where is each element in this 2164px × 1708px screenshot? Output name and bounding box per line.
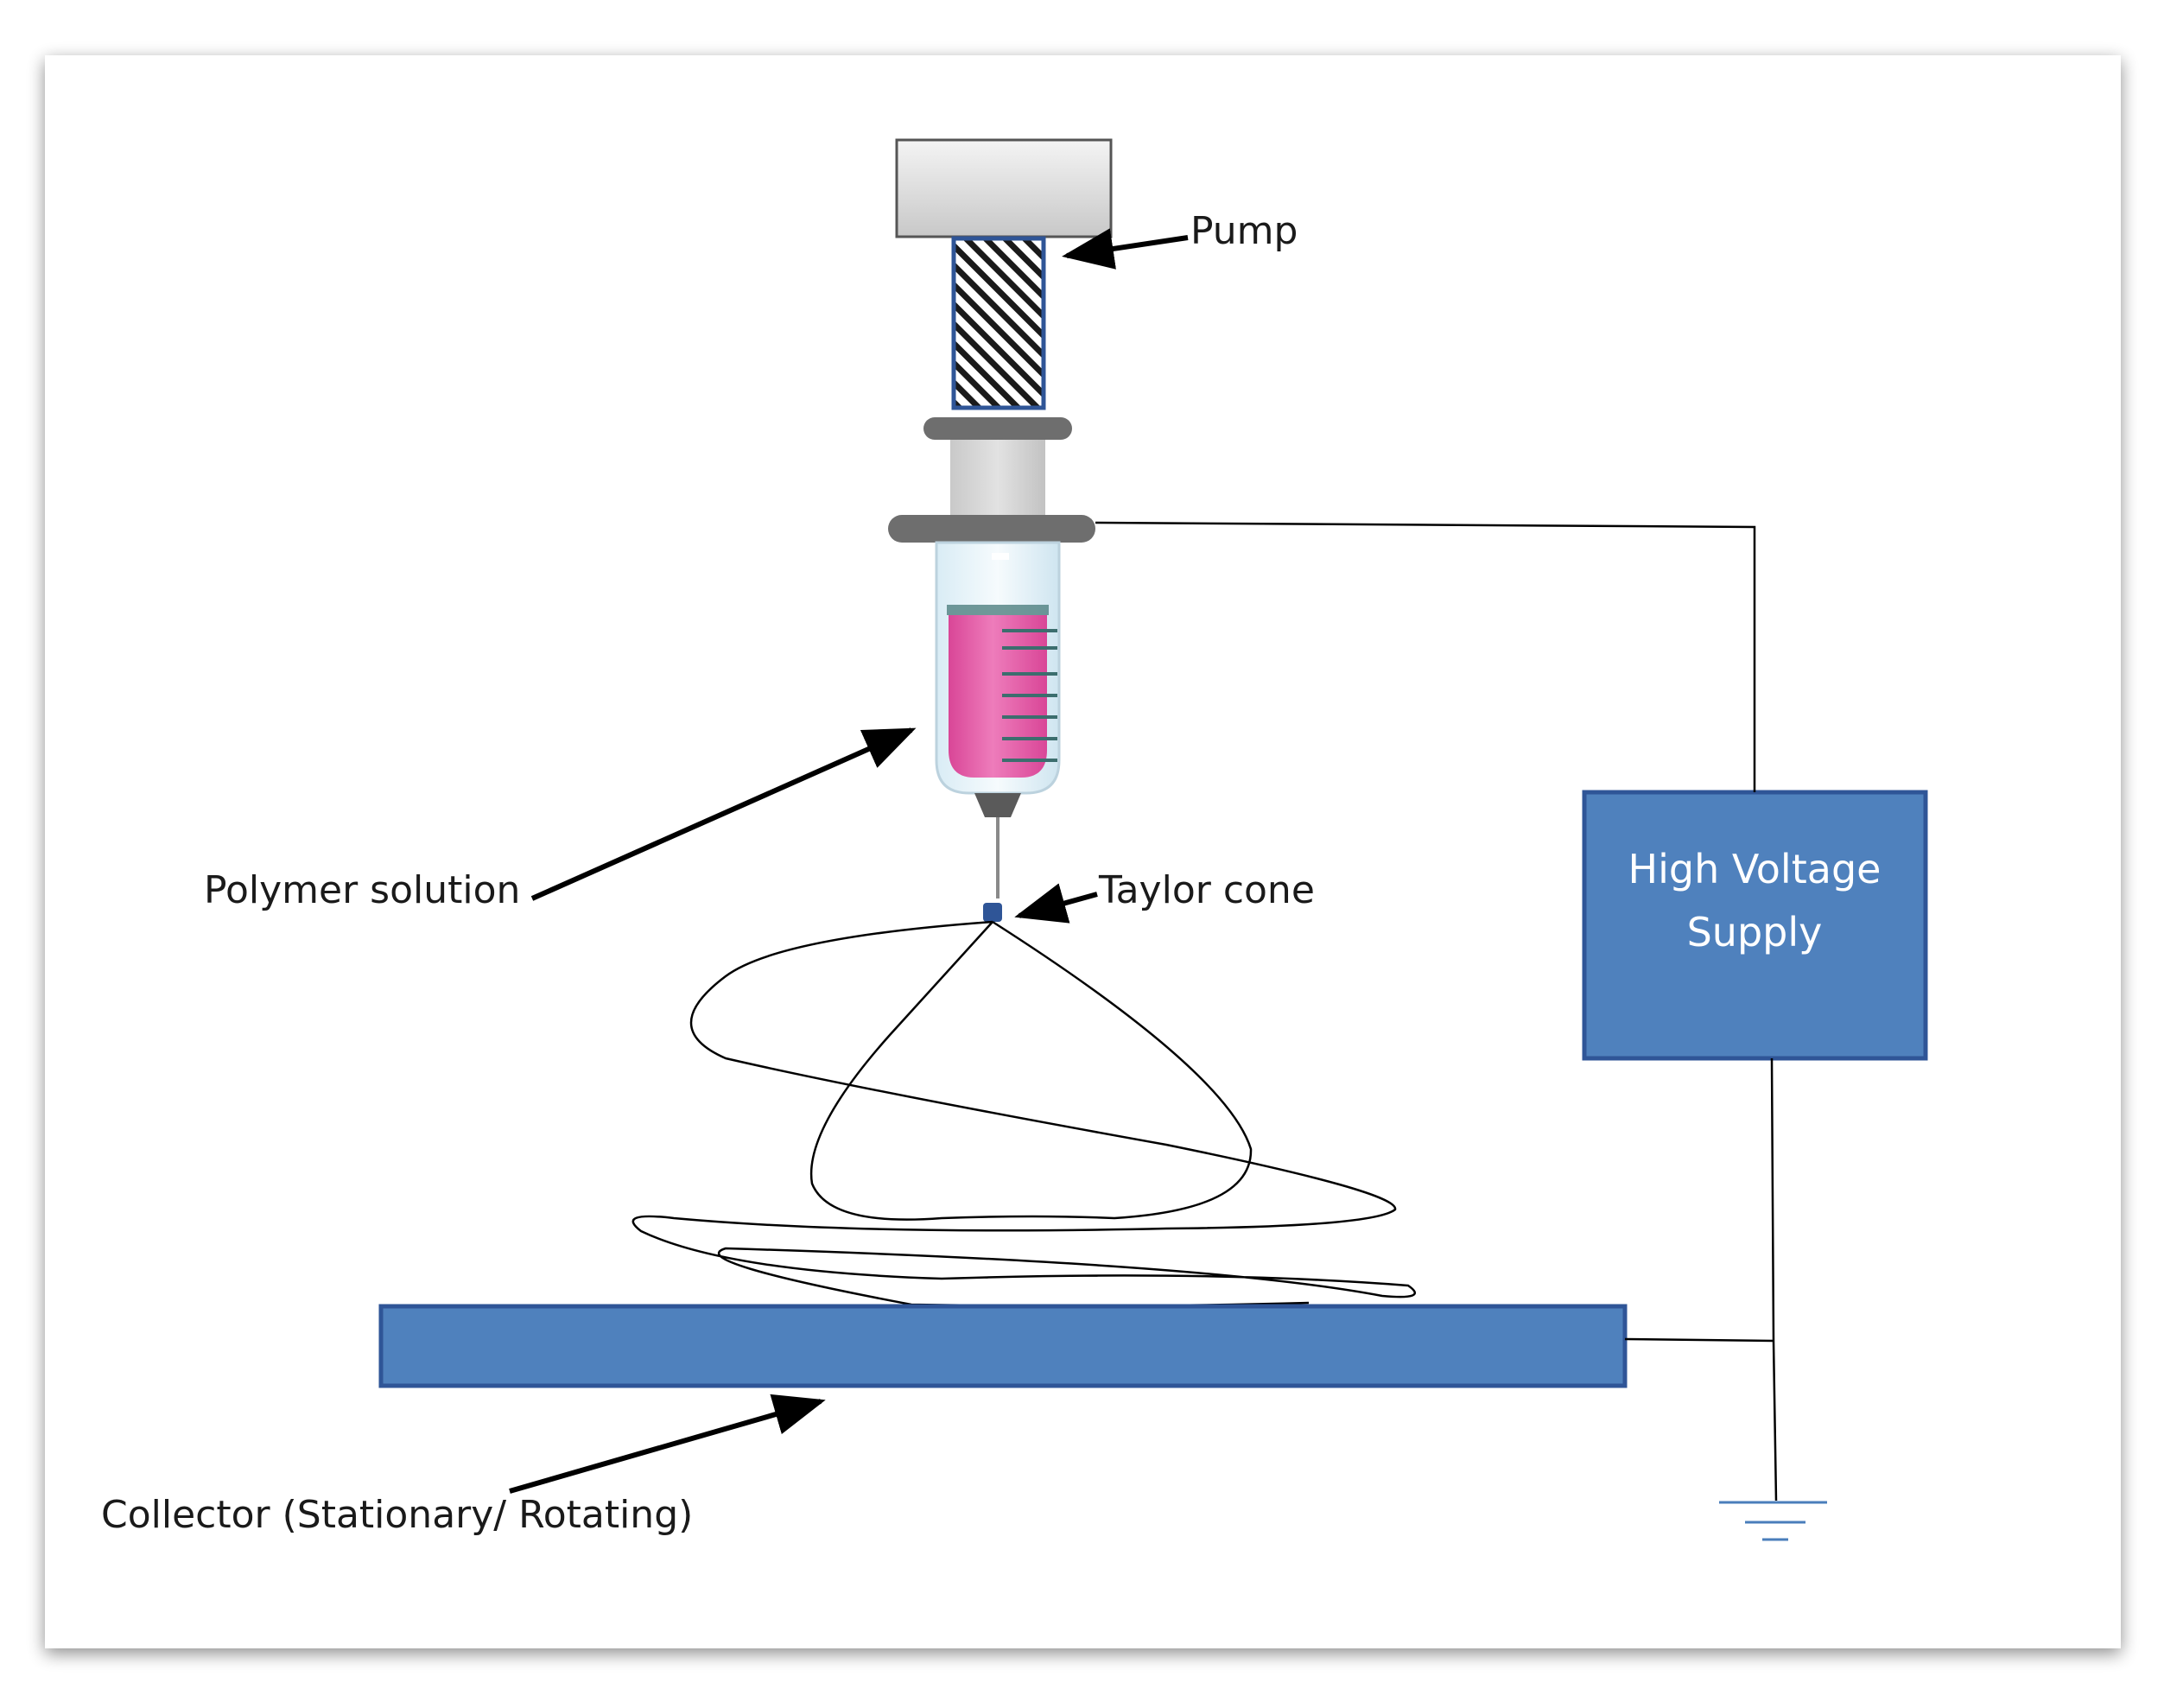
hv-label-line2: Supply xyxy=(1687,909,1823,956)
polymer-solution-arrow-icon xyxy=(530,727,917,901)
taylor-cone-label: Taylor cone xyxy=(1098,868,1315,912)
plunger-flange xyxy=(923,417,1072,440)
syringe xyxy=(888,417,1095,898)
pump-piston xyxy=(951,236,1046,410)
hv-label-line1: High Voltage xyxy=(1628,846,1882,892)
collector-arrow-icon xyxy=(509,1394,826,1494)
collector-label: Collector (Stationary/ Rotating) xyxy=(101,1493,693,1537)
polymer-solution-label: Polymer solution xyxy=(204,868,520,912)
plunger-seal xyxy=(947,605,1049,615)
pump-block xyxy=(895,138,1113,238)
wiring xyxy=(1095,521,1778,1502)
pump-arrow-icon xyxy=(1062,228,1189,270)
ground-icon xyxy=(1719,1501,1827,1541)
polymer-jet xyxy=(631,920,1417,1307)
plunger-stem xyxy=(950,440,1045,519)
taylor-cone-arrow-icon xyxy=(1014,883,1098,924)
graduation-marks xyxy=(1002,629,1057,762)
barrel-flange xyxy=(888,515,1095,543)
high-voltage-supply xyxy=(1582,790,1928,1061)
collector xyxy=(378,1304,1628,1388)
wire-syringe-to-supply xyxy=(1095,521,1756,792)
wire-collector-to-ground xyxy=(1624,1337,1774,1343)
pump-label: Pump xyxy=(1190,209,1298,253)
needle-hub xyxy=(974,793,1021,817)
taylor-cone-droplet xyxy=(983,903,1002,922)
